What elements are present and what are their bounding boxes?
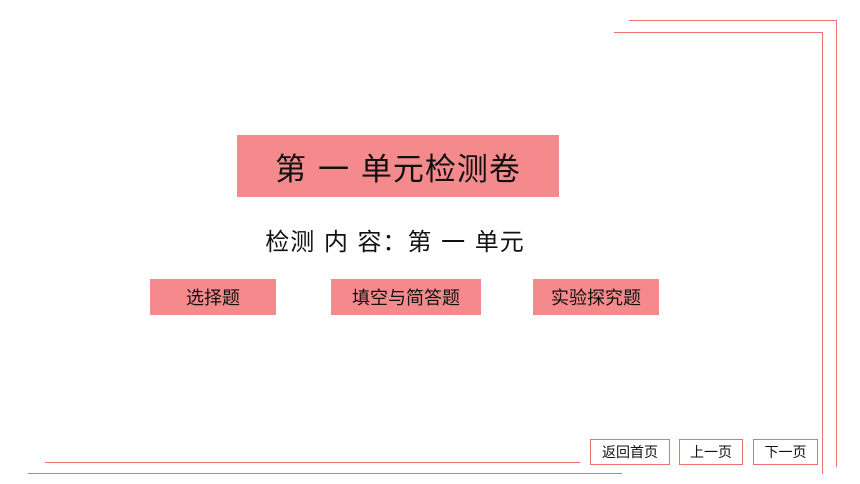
multiple-choice-button[interactable]: 选择题 [150, 279, 276, 315]
frame-line-right-outer [836, 20, 837, 467]
page-subtitle: 检测 内 容：第 一 单元 [265, 228, 525, 256]
frame-line-bottom-inner [45, 462, 580, 463]
next-page-button[interactable]: 下一页 [753, 439, 818, 465]
frame-line-top-inner [614, 32, 822, 33]
page-title: 第 一 单元检测卷 [275, 151, 521, 188]
title-banner: 第 一 单元检测卷 [237, 135, 559, 197]
fill-blank-short-answer-button[interactable]: 填空与简答题 [331, 279, 481, 315]
frame-line-right-inner [822, 32, 823, 474]
experiment-inquiry-button[interactable]: 实验探究题 [533, 279, 659, 315]
frame-line-top-outer [629, 20, 836, 21]
return-home-button[interactable]: 返回首页 [590, 439, 670, 465]
frame-line-bottom-outer [28, 473, 622, 474]
previous-page-button[interactable]: 上一页 [679, 439, 743, 465]
